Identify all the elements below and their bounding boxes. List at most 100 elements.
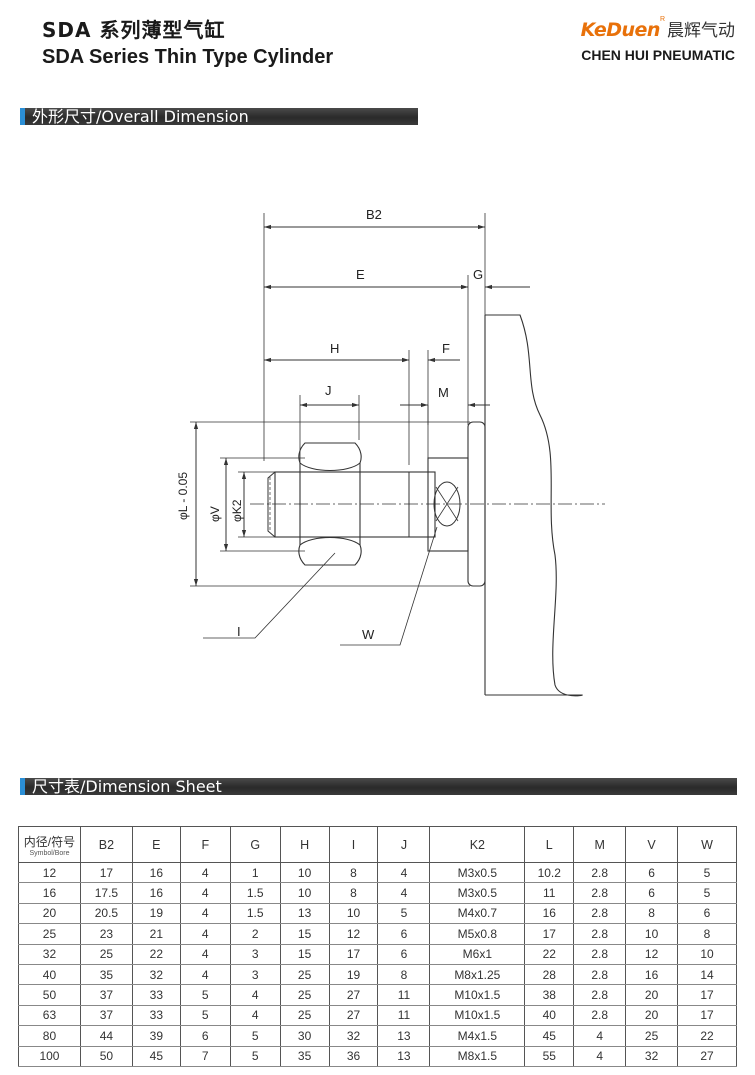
table-cell: 33	[131, 984, 181, 1006]
table-cell: 37	[79, 984, 133, 1006]
table-cell: 45	[524, 1025, 575, 1047]
table-cell: 3	[229, 963, 281, 986]
table-cell: 11	[377, 1004, 431, 1027]
table-cell: 14	[677, 963, 737, 986]
hex-nut-upper-arc	[299, 462, 361, 471]
table-cell: 8	[328, 861, 379, 884]
table-cell-bore: 25	[18, 923, 81, 945]
table-cell-bore: 20	[18, 902, 81, 925]
column-header: K2	[429, 826, 526, 863]
label-k2: φK2	[230, 499, 244, 522]
table-cell: 16	[131, 861, 181, 884]
table-cell: 8	[625, 902, 679, 925]
table-cell: 22	[131, 943, 181, 965]
table-cell: 15	[279, 943, 330, 965]
label-w: W	[362, 627, 375, 642]
table-cell-bore: 32	[18, 943, 81, 965]
table-cell: 4	[229, 1004, 281, 1027]
hex-nut	[298, 442, 362, 566]
table-cell: M8x1.25	[429, 963, 526, 986]
table-cell: 27	[677, 1045, 737, 1067]
table-cell: 2.8	[573, 1004, 627, 1027]
table-cell: 10.2	[524, 861, 575, 884]
table-cell: 2.8	[573, 984, 627, 1006]
table-cell: 25	[279, 984, 330, 1006]
table-cell: 3	[229, 943, 281, 965]
table-cell: 25	[279, 963, 330, 986]
table-cell: 28	[524, 963, 575, 986]
table-cell: 4	[179, 943, 231, 965]
table-cell: 32	[131, 963, 181, 986]
table-cell: 5	[377, 902, 431, 925]
table-cell: 10	[677, 943, 737, 965]
logo-registered-mark: R	[659, 16, 665, 23]
wrench-flat-cross-b	[435, 486, 459, 522]
table-cell: 2	[229, 923, 281, 945]
table-cell: 6	[677, 902, 737, 925]
table-cell: M6x1	[429, 943, 526, 965]
table-header-row: 内径/符号 Symbol/Bore B2 E F G H I J K2 L M …	[18, 826, 737, 863]
table-cell: 4	[179, 861, 231, 884]
wrench-flat	[433, 481, 461, 527]
brand-logo: KeDuenR晨辉气动 CHEN HUI PNEUMATIC	[565, 16, 735, 72]
table-cell: 20.5	[79, 902, 133, 925]
table-cell: 30	[279, 1025, 330, 1047]
table-cell: 4	[377, 861, 431, 884]
table-cell: 12	[625, 943, 679, 965]
table-cell: 6	[625, 861, 679, 884]
overall-dimension-drawing: B2 E G H F J M I W φL - 0.05 φV φK2	[0, 125, 755, 775]
table-cell: 27	[328, 1004, 379, 1027]
table-cell-bore: 50	[18, 984, 81, 1006]
table-cell: 2.8	[573, 923, 627, 945]
column-header: G	[229, 826, 281, 863]
table-cell: 35	[79, 963, 133, 986]
section-accent	[20, 778, 25, 795]
table-cell: 8	[328, 882, 379, 904]
column-header: W	[677, 826, 737, 863]
table-cell: 6	[377, 943, 431, 965]
table-cell: 32	[328, 1025, 379, 1047]
table-cell: 5	[179, 984, 231, 1006]
table-cell: 2.8	[573, 963, 627, 986]
table-cell: 6	[179, 1025, 231, 1047]
table-cell: 36	[328, 1045, 379, 1067]
table-cell: 13	[377, 1025, 431, 1047]
section-title-overall: 外形尺寸/Overall Dimension	[32, 107, 249, 126]
table-cell: 11	[377, 984, 431, 1006]
table-cell-bore: 63	[18, 1004, 81, 1027]
table-cell: 39	[131, 1025, 181, 1047]
table-cell: 2.8	[573, 861, 627, 884]
column-header: M	[573, 826, 627, 863]
leader-i	[203, 552, 336, 639]
leader-w	[340, 526, 438, 646]
table-cell: 4	[229, 984, 281, 1006]
table-cell: 17	[677, 1004, 737, 1027]
table-cell: 19	[328, 963, 379, 986]
logo-brand-en: CHEN HUI PNEUMATIC	[581, 47, 735, 63]
table-cell: 50	[79, 1045, 133, 1067]
table-cell: 17.5	[79, 882, 133, 904]
table-cell: 4	[573, 1045, 627, 1067]
table-cell: 12	[328, 923, 379, 945]
page-title-cn: SDA 系列薄型气缸	[42, 18, 226, 42]
table-cell: 6	[625, 882, 679, 904]
table-cell: 17	[328, 943, 379, 965]
table-cell: 16	[625, 963, 679, 986]
table-cell: 10	[625, 923, 679, 945]
section-header-overall-dimension: 外形尺寸/Overall Dimension	[20, 108, 418, 125]
column-header: H	[279, 826, 330, 863]
cylinder-body-outline	[485, 314, 583, 697]
table-cell: 22	[677, 1025, 737, 1047]
table-cell: 4	[179, 882, 231, 904]
table-cell: 33	[131, 1004, 181, 1027]
table-cell: 2.8	[573, 902, 627, 925]
column-header: F	[179, 826, 231, 863]
